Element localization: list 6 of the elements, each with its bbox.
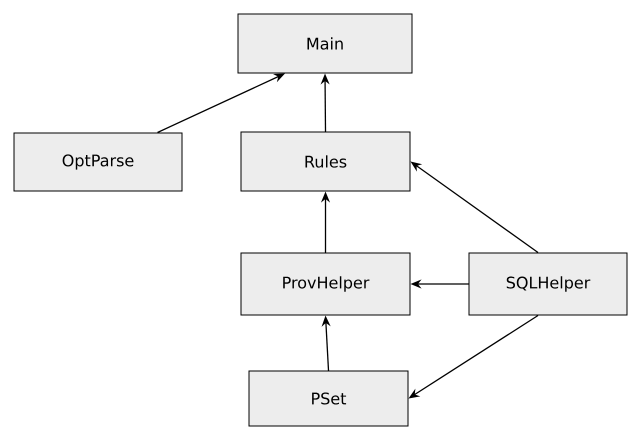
module-box: PSet bbox=[248, 370, 408, 426]
module-box: SQLHelper bbox=[468, 252, 628, 316]
module-box: OptParse bbox=[14, 132, 182, 192]
module-box: ProvHelper bbox=[240, 252, 410, 316]
module-box: Main bbox=[238, 14, 412, 74]
module-box: Rules bbox=[240, 132, 410, 192]
